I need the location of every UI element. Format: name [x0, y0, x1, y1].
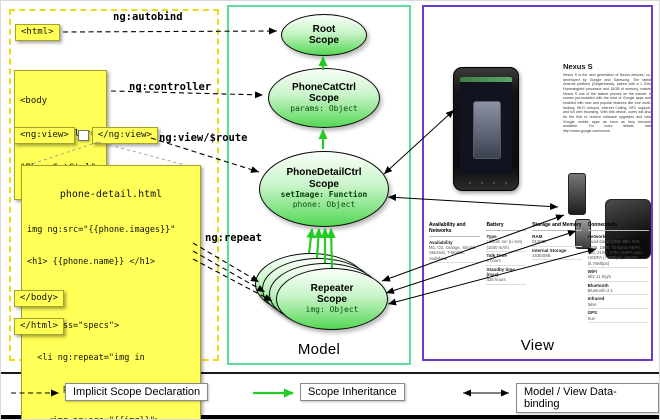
spec-row: WiFi 802.11 b/g/n [587, 268, 649, 282]
spec-column-heading: Storage and Memory [532, 222, 582, 231]
spec-row: RAM 512MB [532, 233, 582, 247]
phone-thumbnail [568, 173, 586, 215]
scope-property: img: Object [305, 304, 359, 314]
spec-value: false [587, 301, 597, 307]
scope-title: Scope [308, 178, 339, 190]
legend-implicit-scope: Implicit Scope Declaration [65, 383, 209, 401]
spec-value: Quad-band GSM: 850, 900, 1800, 1900; Tri… [587, 239, 643, 266]
phonecatctrl-scope-ellipse: PhoneCatCtrl Scope params: Object [268, 68, 380, 128]
scope-property: params: Object [290, 103, 358, 113]
spec-column-heading: Connectivity [587, 222, 649, 231]
spec-row: Standby time (max) 428 hours [486, 266, 527, 285]
phone-screen [460, 77, 512, 174]
spec-label: GPS [587, 310, 598, 316]
spec-column: Availability and Networks Availability M… [429, 222, 481, 323]
bottom-rule [1, 415, 659, 419]
model-panel: Model [227, 5, 411, 365]
legend-data-binding: Model / View Data-binding [516, 383, 659, 413]
spec-column: Storage and Memory RAM 512MB Internal St… [532, 222, 582, 323]
spec-row: GPS true [587, 309, 649, 323]
spec-label: Standby time (max) [486, 266, 515, 277]
model-panel-label: Model [297, 341, 341, 358]
code-line: <img ng:src="{{img}}"> [27, 416, 195, 419]
scope-title: Scope [308, 35, 339, 46]
root-scope-ellipse: Root Scope [281, 14, 367, 56]
phone-screen-image [473, 101, 501, 159]
repeater-scope-ellipse: Repeater Scope img: Object [276, 268, 388, 330]
ng-view-route-label: ng:view/$route [159, 132, 248, 144]
spec-column-heading: Availability and Networks [429, 222, 481, 237]
body-close-tag: </body> [14, 290, 64, 308]
phone-status-bar [460, 77, 512, 82]
phone-photo [453, 67, 519, 191]
ng-view-placeholder-square [77, 130, 89, 142]
ng-repeat-label: ng:repeat [205, 232, 262, 244]
spec-value: 6 hours [486, 258, 501, 264]
spec-row: Bluetooth Bluetooth 2.1 [587, 282, 649, 296]
spec-column-heading: Battery [486, 222, 527, 231]
phone-detail-template-title: phone-detail.html [59, 189, 163, 201]
scope-title: Repeater [310, 282, 354, 294]
ng-autobind-label: ng:autobind [113, 11, 183, 23]
phone-buttons [464, 180, 508, 186]
legend-divider [1, 372, 659, 374]
ng-view-open-tag: <ng:view> [14, 127, 75, 145]
scope-property: phone: Object [292, 200, 356, 210]
spec-row: Availability M1, O2, Orange, Singtel, St… [429, 239, 481, 263]
html-open-tag: <html> [15, 24, 60, 42]
product-description: Nexus S is the next generation of Nexus … [563, 73, 651, 134]
spec-value: Lithium Ion (Li-Ion) (1500 mAh) [486, 239, 523, 250]
spec-row: Network Support Quad-band GSM: 850, 900,… [587, 233, 649, 268]
spec-value: 428 hours [486, 277, 506, 283]
spec-value: Bluetooth 2.1 [587, 288, 613, 294]
code-line: <h1> {{phone.name}} </h1> [27, 256, 155, 267]
scope-title: Scope [316, 293, 347, 305]
spec-value: 16384MB [532, 252, 551, 258]
scope-title: PhoneCatCtrl [292, 81, 356, 93]
spec-row: Talk Time 6 hours [486, 252, 527, 266]
body-open-line: <body [20, 95, 48, 106]
ng-view-tags: <ng:view> </ng:view> [14, 127, 158, 145]
phone-thumbnail [605, 199, 651, 259]
spec-row: Infrared false [587, 295, 649, 310]
ng-view-close-tag: </ng:view> [91, 127, 158, 145]
phonedetailctrl-scope-ellipse: PhoneDetailCtrl Scope setImage: Function… [259, 151, 389, 227]
spec-row: Internal Storage 16384MB [532, 247, 582, 261]
view-panel: View [422, 5, 653, 361]
spec-value: M1, O2, Orange, Singtel, StarHub, T-Mobi… [429, 244, 477, 261]
spec-value: true [587, 315, 596, 321]
scope-property: setImage: Function [280, 189, 368, 199]
spec-table: Availability and Networks Availability M… [429, 222, 649, 323]
scope-title: PhoneDetailCtrl [286, 167, 362, 179]
legend-scope-inheritance: Scope Inheritance [300, 383, 405, 401]
code-line: img ng:src="{{phone.images}}" [27, 225, 176, 235]
product-title: Nexus S [563, 62, 593, 71]
scope-title: Root [312, 23, 336, 35]
spec-label: Network Support [587, 233, 624, 239]
scope-title: Scope [308, 92, 339, 104]
spec-column: Connectivity Network Support Quad-band G… [587, 222, 649, 323]
spec-label: Bluetooth [587, 282, 609, 288]
spec-row: Type Lithium Ion (Li-Ion) (1500 mAh) [486, 233, 527, 252]
html-close-tag: </html> [14, 318, 64, 336]
view-panel-label: View [520, 337, 555, 354]
spec-value: 512MB [532, 239, 546, 245]
spec-value: 802.11 b/g/n [587, 274, 612, 280]
ng-controller-label: ng:controller [129, 81, 212, 93]
code-line: <li ng:repeat="img in [27, 352, 145, 363]
spec-column: Battery Type Lithium Ion (Li-Ion) (1500 … [486, 222, 527, 323]
